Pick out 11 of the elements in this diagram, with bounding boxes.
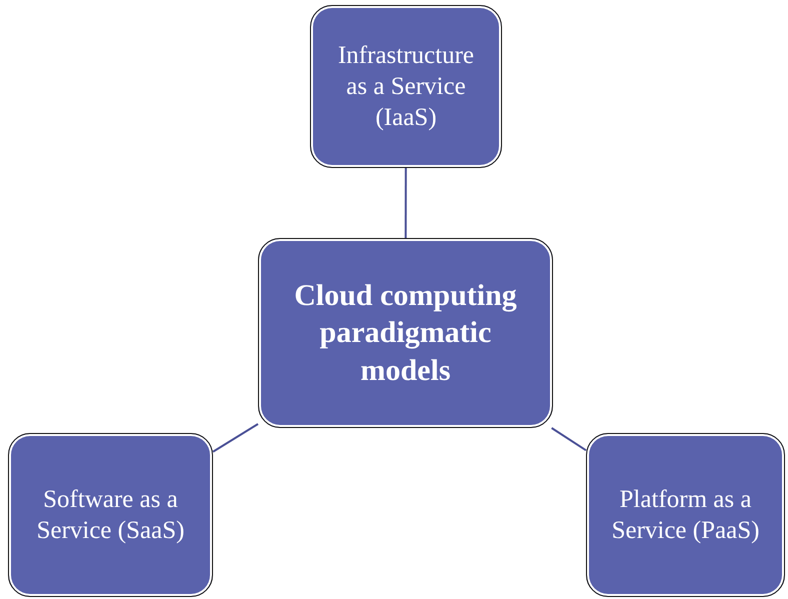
- box-label: Cloud computing paradigmatic models: [293, 278, 518, 389]
- rounded-box: [310, 5, 502, 168]
- connector-line: [212, 423, 259, 453]
- rounded-box: [258, 238, 553, 428]
- connector-line: [551, 427, 587, 452]
- rounded-box: [586, 433, 785, 597]
- box-label: Platform as a Service (PaaS): [610, 484, 760, 546]
- box-label: Infrastructure as a Service (IaaS): [336, 40, 476, 134]
- box-label: Software as a Service (SaaS): [36, 484, 186, 546]
- connector-line: [404, 168, 407, 238]
- rounded-box: [8, 433, 213, 597]
